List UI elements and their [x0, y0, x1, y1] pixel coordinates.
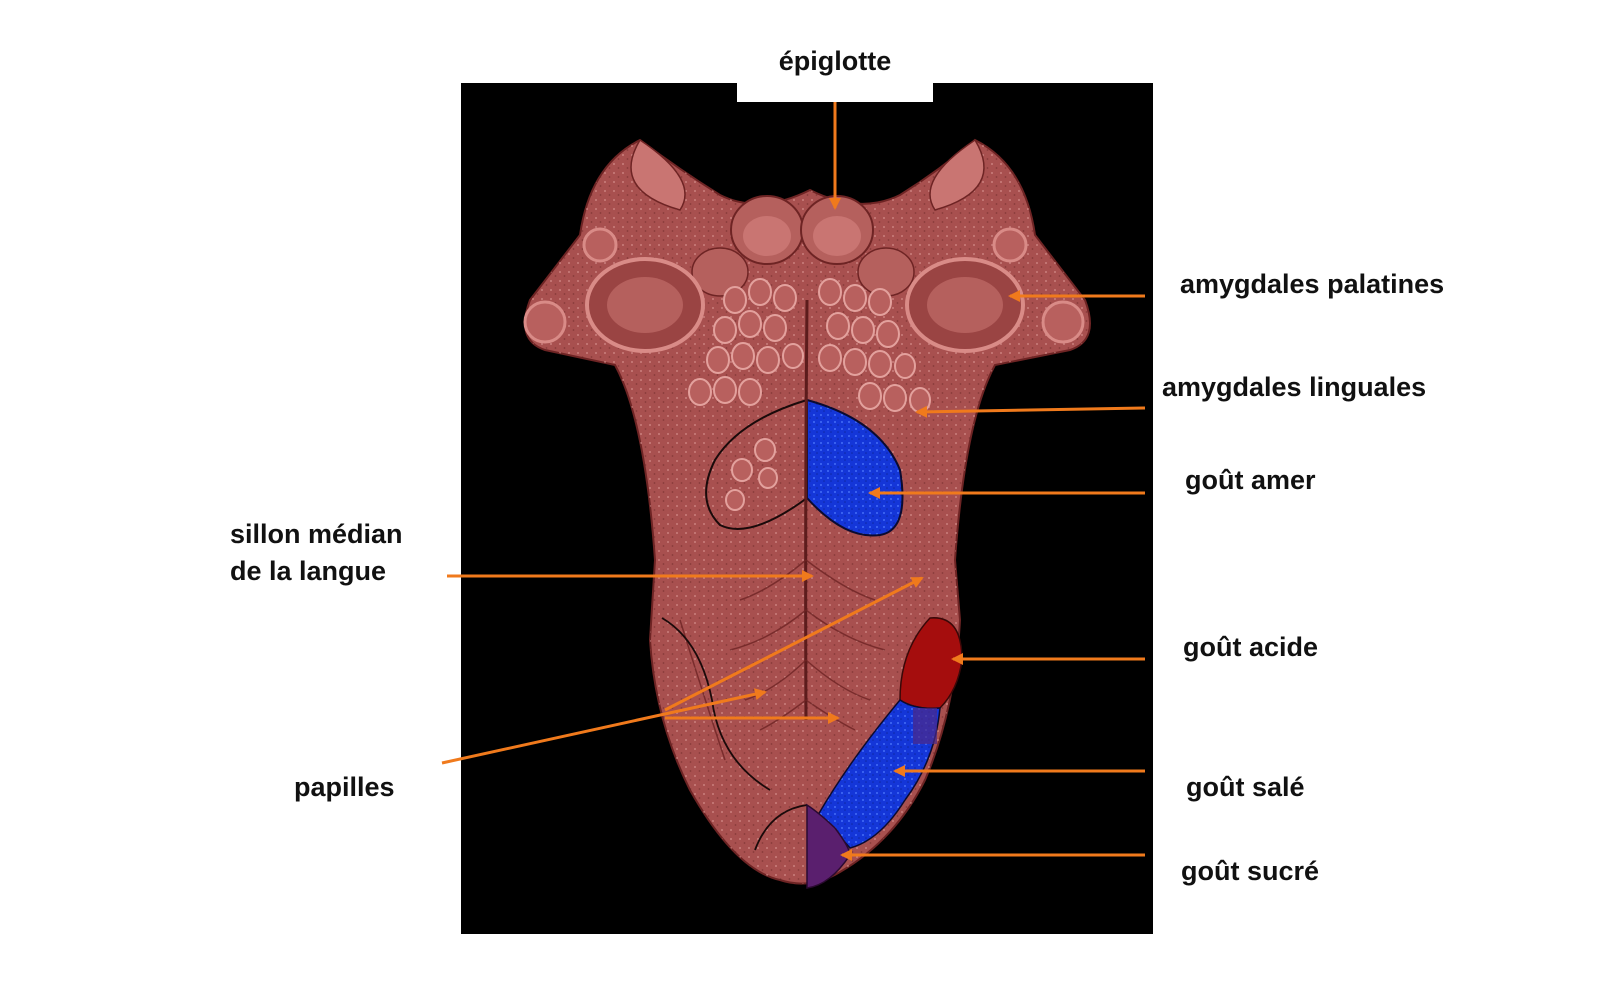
labels: épiglotte amygdales palatines amygdales …: [230, 46, 1444, 886]
right-top-nodule: [992, 227, 1028, 263]
epiglottis: [691, 195, 915, 297]
epiglotte-label-box: [737, 44, 933, 102]
label-gout-amer: goût amer: [1185, 465, 1316, 495]
right-horn: [929, 138, 985, 211]
left-nodule: [523, 300, 567, 344]
bitter-left-bumps: [725, 438, 778, 511]
salty-purple-patch: [913, 708, 937, 744]
label-sillon-line2: de la langue: [230, 556, 386, 586]
label-amygdales-palatines: amygdales palatines: [1180, 269, 1444, 299]
arrows: [441, 102, 1146, 861]
label-epiglotte: épiglotte: [779, 46, 892, 76]
left-horn: [630, 138, 686, 211]
bitter-zone: [806, 398, 904, 537]
arrow-papilles-main: [441, 688, 767, 765]
label-sillon-line1: sillon médian: [230, 519, 403, 549]
bitter-zone-outline: [705, 399, 808, 530]
label-amygdales-linguales: amygdales linguales: [1162, 372, 1426, 402]
median-sulcus: [804, 299, 809, 721]
label-papilles: papilles: [294, 772, 395, 802]
label-gout-sale: goût salé: [1186, 772, 1305, 802]
label-gout-acide: goût acide: [1183, 632, 1318, 662]
tip-edge-line: [754, 804, 808, 851]
sweet-zone: [806, 803, 851, 889]
tongue: [523, 138, 1091, 889]
arrow-papilles-upper: [664, 576, 924, 712]
label-gout-sucre: goût sucré: [1181, 856, 1319, 886]
arrow-amygdales-linguales: [915, 405, 1146, 418]
palatine-tonsils: [585, 257, 1025, 353]
left-top-nodule: [582, 227, 618, 263]
right-nodule: [1041, 300, 1085, 344]
lingual-tonsils: [688, 278, 931, 413]
left-edge-line: [661, 617, 771, 791]
salty-zone: [817, 699, 941, 849]
